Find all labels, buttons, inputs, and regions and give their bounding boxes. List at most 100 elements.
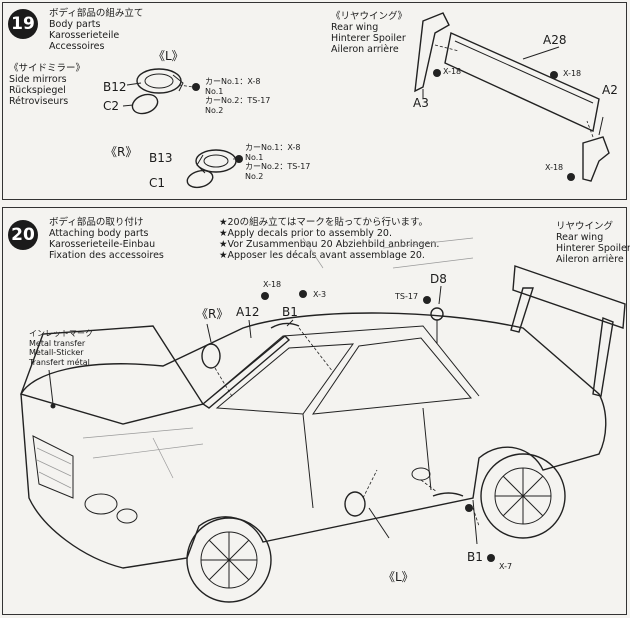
step-number-19: 19 [8,9,38,39]
leader-b1-top [286,319,294,327]
part-b13: B13 [149,151,173,165]
leader-a28 [522,46,560,60]
car-foglight [116,508,138,524]
dot-x18 [261,292,269,300]
part-a12-strip [201,335,291,409]
car-door-lines [302,407,432,509]
part-b1-top: B1 [282,305,298,319]
wing-heading-19: 《リヤウイング》 Rear wing Hinterer Spoiler Aile… [331,11,407,55]
step19-title-jp: ボディ部品の組み立て [49,8,144,19]
car-hood [20,325,205,425]
mirror-l-leader [362,469,378,499]
rear-wheel-spokes [495,468,551,524]
mirrors-heading: 《サイドミラー》 Side mirrors Rückspiegel Rétrov… [9,63,85,107]
mirror-l-shape [344,491,366,517]
decal-note-fr: ★Apposer les décals avant assemblage 20. [219,250,425,261]
mirror-left-base-inner [144,73,174,89]
step19-title-en: Body parts [49,19,101,30]
car-body-outline [20,312,607,569]
right-paint-note: カーNo.1：X-8 No.1 カーNo.2：TS-17 No.2 [245,143,310,181]
leader-b12 [126,82,142,86]
step20-title-en: Attaching body parts [49,228,149,239]
step19-title-de: Karosserieteile [49,30,120,41]
leader-c2 [122,104,134,107]
inlet-mark-note: インレットマーク Metal transfer Metall-Sticker T… [29,329,93,367]
leader-a2 [598,116,604,136]
right-car1-no: No.1 [245,152,264,162]
paint-x18-c: X-18 [545,163,564,172]
car-wing-stay-right [592,317,614,397]
inlet-jp: インレットマーク [29,329,93,338]
paint-dot-a28 [550,71,558,79]
dot-x7 [487,554,495,562]
part-b12: B12 [103,80,127,94]
mirror-left-base-shape [136,68,182,94]
left-car2-no: No.2 [205,105,224,115]
part-d8: D8 [430,272,447,286]
leader-r-marker [206,323,212,343]
left-marker-20: 《L》 [383,570,414,584]
car-illustration [20,237,626,603]
mirrors-fr: Rétroviseurs [9,96,69,107]
mirror-right-base-inner [203,154,229,168]
mirrors-en: Side mirrors [9,74,67,85]
wing19-fr: Aileron arrière [331,44,399,55]
paint-x18-a: X-18 [443,67,462,76]
part-d8-shape [430,307,444,321]
step20-title-de: Karosserieteile-Einbau [49,239,156,250]
left-marker-19: 《L》 [153,49,184,63]
part-a2: A2 [602,83,618,97]
mirror-right-base-shape [195,149,237,173]
car-wing-plate [512,265,626,329]
car-wing-stay-left [510,287,534,333]
wing20-fr: Aileron arrière [556,254,624,265]
wing-a2-stay [582,136,610,182]
car-headlight [84,493,118,515]
right-car1: カーNo.1：X-8 [245,143,301,152]
paint-dot-a2 [567,173,575,181]
wing19-de: Hinterer Spoiler [331,33,406,44]
step-20-panel: 20 ボディ部品の取り付け Attaching body parts Karos… [2,207,630,615]
inlet-leader [48,369,54,405]
leader-a2-wing [586,120,594,138]
paint-x18-b: X-18 [563,69,582,78]
wing20-jp: リヤウイング [556,221,614,232]
part-b1-bottom-shape [432,492,464,497]
left-car1: カーNo.1：X-8 [205,77,261,86]
b1-bottom-leader [472,507,480,527]
side-fitting-leader [420,479,438,493]
wing20-en: Rear wing [556,232,604,243]
step20-title-jp: ボディ部品の取り付け [49,217,144,228]
side-fitting [411,467,431,481]
leader-left-paint [178,84,194,88]
car-roof-line [202,325,480,405]
b1-top-leader [298,327,334,373]
mirrors-de: Rückspiegel [9,85,66,96]
inlet-en: Metal transfer [29,338,86,348]
paint-dot-left [192,83,200,91]
paint-x3-20: X-3 [313,290,327,299]
right-car2: カーNo.2：TS-17 [245,162,311,171]
wing-heading-20: リヤウイング Rear wing Hinterer Spoiler Ailero… [556,221,630,265]
front-wheel-spokes [201,532,257,588]
right-marker-19: 《R》 [105,145,138,159]
paint-ts17-20: TS-17 [395,292,419,301]
decal-note-de: ★Vor Zusammenbau 20 Abziehbild anbringen… [219,239,440,250]
mirror-left-glass [131,93,159,115]
wing20-de: Hinterer Spoiler [556,243,630,254]
wing-a3-stay [414,12,450,93]
decal-note-jp: ★20の組み立てはマークを貼ってから行います。 [219,217,428,228]
bg-lines [302,237,474,269]
mirror-r-shape [201,343,221,369]
car-grille [32,435,74,499]
step20-title: ボディ部品の取り付け Attaching body parts Karosser… [49,217,164,261]
part-a12: A12 [236,305,260,319]
paint-dot-right [235,155,243,163]
part-b1-top-shape [270,322,300,329]
leader-d8 [438,285,442,305]
paint-x7-20: X-7 [499,562,513,571]
rear-wheel [480,453,566,539]
step20-title-fr: Fixation des accessoires [49,250,164,261]
part-b1-bottom: B1 [467,550,483,564]
wing19-en: Rear wing [331,22,379,33]
